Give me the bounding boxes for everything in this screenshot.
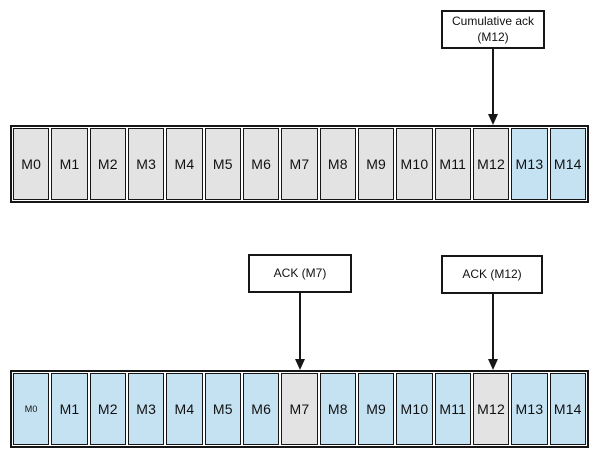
cell-m11: M11 <box>434 128 471 200</box>
arrowhead-down-icon <box>488 114 498 125</box>
ack-m7-arrow <box>295 293 305 370</box>
cell-m1: M1 <box>51 128 88 200</box>
arrow-shaft <box>492 49 494 114</box>
cell-m3: M3 <box>127 128 165 200</box>
cell-m13: M13 <box>511 373 548 445</box>
arrowhead-down-icon <box>488 359 498 370</box>
cell-m2: M2 <box>89 373 126 445</box>
ack-m12-label-box: ACK (M12) <box>441 255 543 294</box>
cumulative-ack-label-line1: Cumulative ack <box>451 13 535 28</box>
cell-m11: M11 <box>434 373 471 445</box>
cell-m14: M14 <box>549 373 586 445</box>
cell-m10: M10 <box>396 128 433 200</box>
cell-m3: M3 <box>127 373 165 445</box>
ack-m12-arrow <box>488 294 498 370</box>
cell-m7: M7 <box>281 373 318 445</box>
cell-m1: M1 <box>51 373 88 445</box>
cell-m0: M0 <box>13 373 50 445</box>
ack-m7-label-box: ACK (M7) <box>248 254 352 293</box>
cell-m0: M0 <box>13 128 50 200</box>
ack-m12-label: ACK (M12) <box>462 266 522 281</box>
cell-m8: M8 <box>319 128 356 200</box>
cell-m5: M5 <box>204 128 241 200</box>
cell-m4: M4 <box>166 128 203 200</box>
cell-m14: M14 <box>549 128 586 200</box>
cell-m10: M10 <box>396 373 433 445</box>
cell-m8: M8 <box>319 373 356 445</box>
cell-m4: M4 <box>166 373 203 445</box>
arrow-shaft <box>299 293 301 359</box>
ack-m7-label: ACK (M7) <box>273 265 327 280</box>
cell-m12: M12 <box>472 128 510 200</box>
cumulative-ack-label-box: Cumulative ack (M12) <box>441 10 545 49</box>
arrowhead-down-icon <box>295 359 305 370</box>
cell-m2: M2 <box>89 128 126 200</box>
arrow-shaft <box>492 294 494 359</box>
cumulative-ack-arrow <box>488 49 498 125</box>
cell-m9: M9 <box>357 373 395 445</box>
cell-m6: M6 <box>242 373 280 445</box>
cell-m7: M7 <box>281 128 318 200</box>
cell-m12: M12 <box>472 373 510 445</box>
cell-m13: M13 <box>511 128 548 200</box>
cell-m5: M5 <box>204 373 241 445</box>
cell-m6: M6 <box>242 128 280 200</box>
cumulative-ack-label-line2: (M12) <box>477 29 509 44</box>
cell-m9: M9 <box>357 128 395 200</box>
